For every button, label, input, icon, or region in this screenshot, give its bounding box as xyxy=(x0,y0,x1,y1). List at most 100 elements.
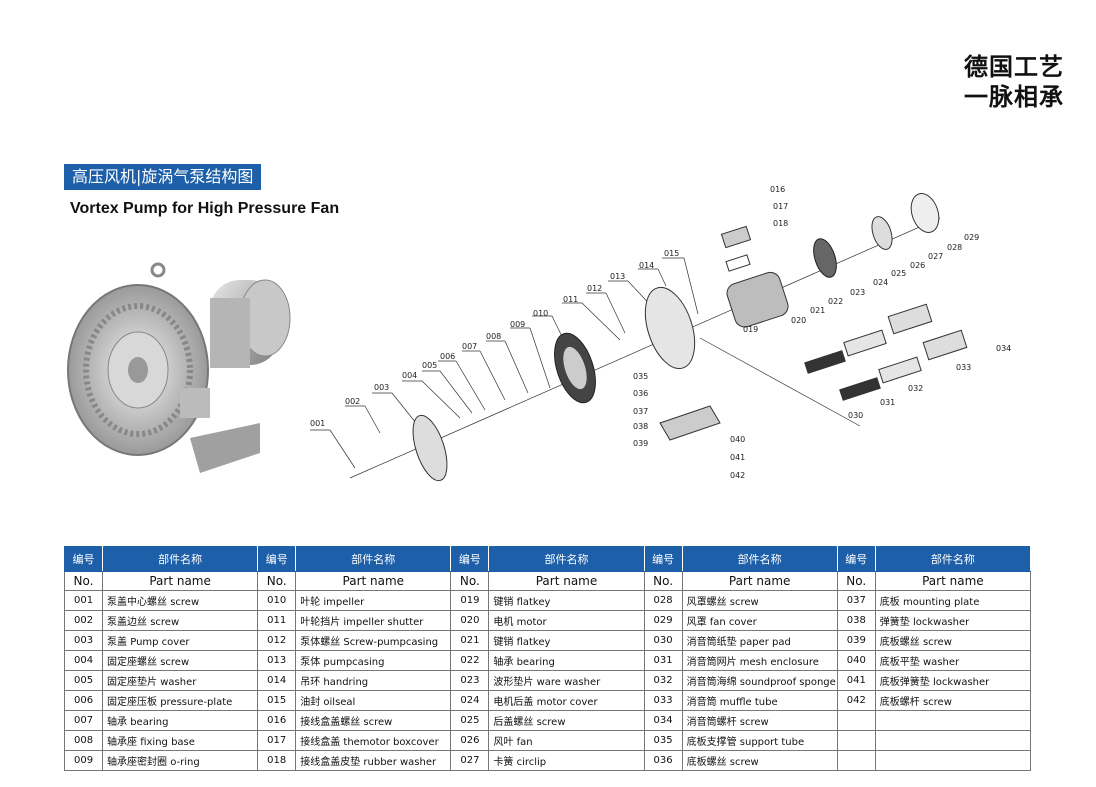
subheader-name: Part name xyxy=(102,571,259,591)
part-name: 底板螺杆 screw xyxy=(874,690,1032,711)
part-name: 底板支撑管 support tube xyxy=(681,730,838,751)
label-021: 021 xyxy=(810,306,825,315)
subheader-no: No. xyxy=(450,571,490,591)
part-name: 泵体螺丝 Screw-pumpcasing xyxy=(295,630,452,651)
label-036: 036 xyxy=(633,389,648,398)
part-number: 015 xyxy=(257,690,297,711)
part-number: 039 xyxy=(836,630,876,651)
part-name xyxy=(874,710,1032,731)
label-008: 008 xyxy=(486,332,501,341)
header-name: 部件名称 xyxy=(681,546,838,572)
label-029: 029 xyxy=(964,233,979,242)
subheader-name: Part name xyxy=(295,571,452,591)
part-number: 011 xyxy=(257,610,297,631)
part-number: 036 xyxy=(643,750,683,771)
subheader-name: Part name xyxy=(488,571,645,591)
header-name: 部件名称 xyxy=(488,546,645,572)
part-number: 031 xyxy=(643,650,683,671)
part-name: 固定座螺丝 screw xyxy=(102,650,259,671)
part-number: 002 xyxy=(63,610,104,631)
label-023: 023 xyxy=(850,288,865,297)
part-number: 026 xyxy=(450,730,490,751)
header-name: 部件名称 xyxy=(295,546,452,572)
label-002: 002 xyxy=(345,397,360,406)
part-name: 泵体 pumpcasing xyxy=(295,650,452,671)
part-name: 消音筒纸垫 paper pad xyxy=(681,630,838,651)
label-031: 031 xyxy=(880,398,895,407)
subheader-name: Part name xyxy=(874,571,1032,591)
label-022: 022 xyxy=(828,297,843,306)
part-number xyxy=(836,750,876,771)
part-name xyxy=(874,750,1032,771)
part-name: 底板螺丝 screw xyxy=(681,750,838,771)
label-004: 004 xyxy=(402,371,417,380)
header-no: 编号 xyxy=(257,546,297,572)
subheader-no: No. xyxy=(643,571,683,591)
part-name: 消音筒螺杆 screw xyxy=(681,710,838,731)
label-016: 016 xyxy=(770,185,785,194)
label-013: 013 xyxy=(610,272,625,281)
part-number: 040 xyxy=(836,650,876,671)
title-chinese: 高压风机|旋涡气泵结构图 xyxy=(64,164,262,190)
part-number xyxy=(836,730,876,751)
part-name xyxy=(874,730,1032,751)
label-010: 010 xyxy=(533,309,548,318)
part-number: 006 xyxy=(63,690,104,711)
label-015: 015 xyxy=(664,249,679,258)
header-no: 编号 xyxy=(836,546,876,572)
part-name: 轴承座 fixing base xyxy=(102,730,259,751)
part-number: 029 xyxy=(643,610,683,631)
part-name: 消音筒网片 mesh enclosure xyxy=(681,650,838,671)
part-name: 接线盒盖螺丝 screw xyxy=(295,710,452,731)
part-name: 电机 motor xyxy=(488,610,645,631)
slogan-line1: 德国工艺 xyxy=(964,53,1064,81)
part-number: 041 xyxy=(836,670,876,691)
part-name: 后盖螺丝 screw xyxy=(488,710,645,731)
part-number: 019 xyxy=(450,590,490,611)
part-name: 电机后盖 motor cover xyxy=(488,690,645,711)
header-no: 编号 xyxy=(643,546,683,572)
part-name: 风罩螺丝 screw xyxy=(681,590,838,611)
label-025: 025 xyxy=(891,269,906,278)
part-number: 023 xyxy=(450,670,490,691)
label-040: 040 xyxy=(730,435,745,444)
part-number: 009 xyxy=(63,750,104,771)
label-007: 007 xyxy=(462,342,477,351)
part-name: 叶轮 impeller xyxy=(295,590,452,611)
part-name: 泵盖边丝 screw xyxy=(102,610,259,631)
label-003: 003 xyxy=(374,383,389,392)
part-number: 001 xyxy=(63,590,104,611)
part-number: 028 xyxy=(643,590,683,611)
part-name: 油封 oilseal xyxy=(295,690,452,711)
part-number: 038 xyxy=(836,610,876,631)
part-number: 020 xyxy=(450,610,490,631)
subheader-no: No. xyxy=(63,571,104,591)
part-number: 037 xyxy=(836,590,876,611)
part-number xyxy=(836,710,876,731)
blower-photo xyxy=(67,262,291,473)
part-name: 轴承 bearing xyxy=(488,650,645,671)
part-number: 021 xyxy=(450,630,490,651)
part-number: 042 xyxy=(836,690,876,711)
label-030: 030 xyxy=(848,411,863,420)
part-name: 消音筒 muffle tube xyxy=(681,690,838,711)
part-number: 025 xyxy=(450,710,490,731)
label-020: 020 xyxy=(791,316,806,325)
part-name: 弹簧垫 lockwasher xyxy=(874,610,1032,631)
part-name: 吊环 handring xyxy=(295,670,452,691)
label-024: 024 xyxy=(873,278,888,287)
part-number: 008 xyxy=(63,730,104,751)
part-name: 接线盒盖 themotor boxcover xyxy=(295,730,452,751)
exploded-diagram: 001 002 003 004 005 006 007 008 009 010 … xyxy=(310,185,1011,482)
part-name: 卡簧 circlip xyxy=(488,750,645,771)
label-035: 035 xyxy=(633,372,648,381)
label-038: 038 xyxy=(633,422,648,431)
label-017: 017 xyxy=(773,202,788,211)
slogan: 德国工艺 一脉相承 xyxy=(964,52,1064,112)
